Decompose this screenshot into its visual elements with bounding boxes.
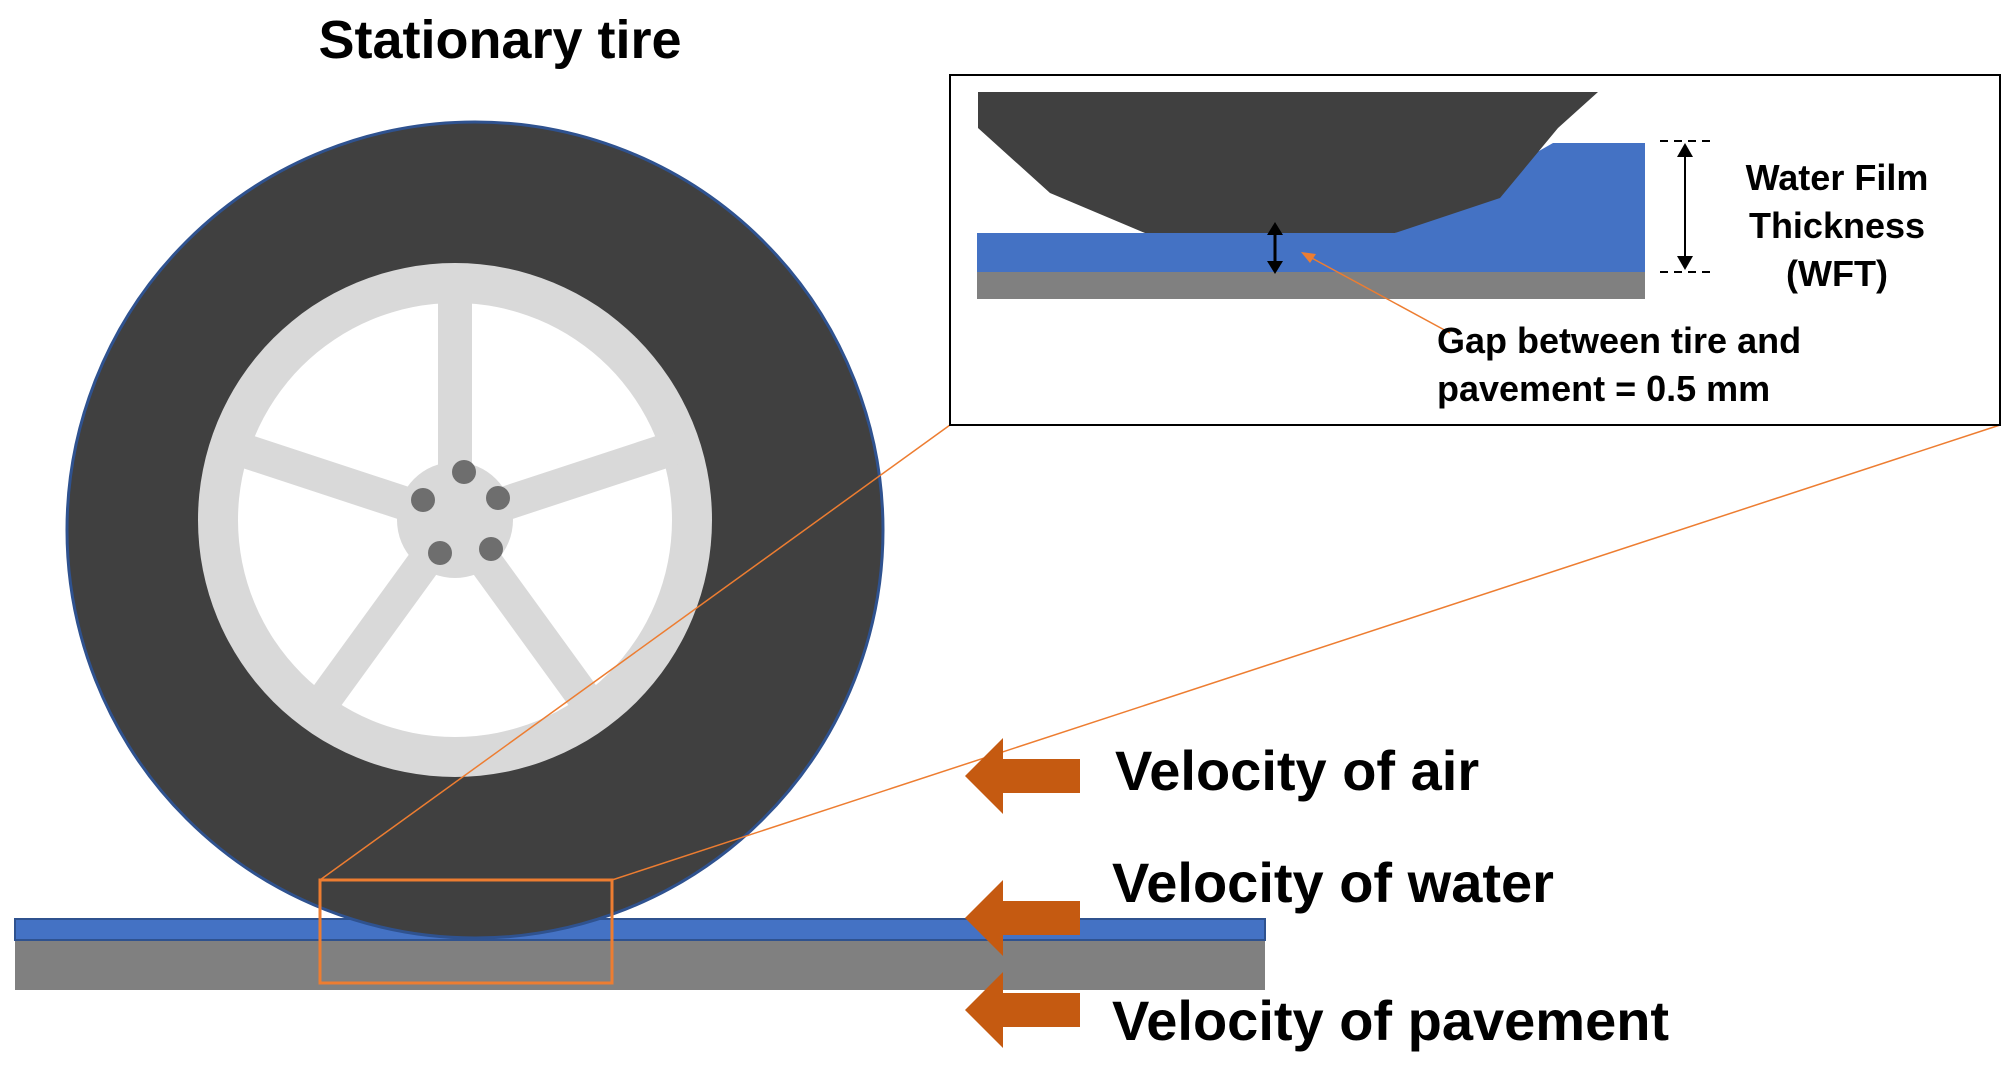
wft-label-line-1: Water Film xyxy=(1746,157,1929,198)
water-layer xyxy=(14,918,1266,941)
left-arrow-icon xyxy=(965,738,1003,814)
inset-tire-section xyxy=(978,92,1598,233)
zoom-leader-left xyxy=(319,424,951,881)
velocity-pavement-arrow xyxy=(965,972,1080,1048)
inset-pavement xyxy=(977,272,1645,299)
diagram-title: Stationary tire xyxy=(318,10,681,70)
gap-double-arrow xyxy=(1267,222,1283,274)
velocity-pavement-label: Velocity of pavement xyxy=(1112,989,1669,1052)
gap-label-line-1: Gap between tire and xyxy=(1437,320,1801,361)
gap-label-line-2: pavement = 0.5 mm xyxy=(1437,368,1770,409)
wft-label-line-2: Thickness xyxy=(1749,205,1925,246)
zoom-region-frame xyxy=(318,878,614,985)
gap-callout-line xyxy=(1307,255,1451,334)
left-arrow-icon xyxy=(965,880,1003,956)
velocity-air-arrow xyxy=(965,738,1080,814)
velocity-water-label: Velocity of water xyxy=(1112,851,1554,914)
velocity-air-label: Velocity of air xyxy=(1115,739,1479,802)
tire xyxy=(65,120,885,940)
wft-label-line-3: (WFT) xyxy=(1786,253,1888,294)
velocity-water-arrow xyxy=(965,880,1080,956)
inset-detail: Water Film Thickness (WFT) Gap between t… xyxy=(949,74,2001,426)
inset-water-film xyxy=(977,143,1645,272)
gap-callout-arrowhead xyxy=(1301,252,1316,263)
wft-dimension-arrow xyxy=(1660,140,1710,273)
zoom-leader-right xyxy=(611,424,2001,881)
pavement-layer xyxy=(15,940,1265,990)
left-arrow-icon xyxy=(965,972,1003,1048)
lug-nuts xyxy=(411,460,510,565)
